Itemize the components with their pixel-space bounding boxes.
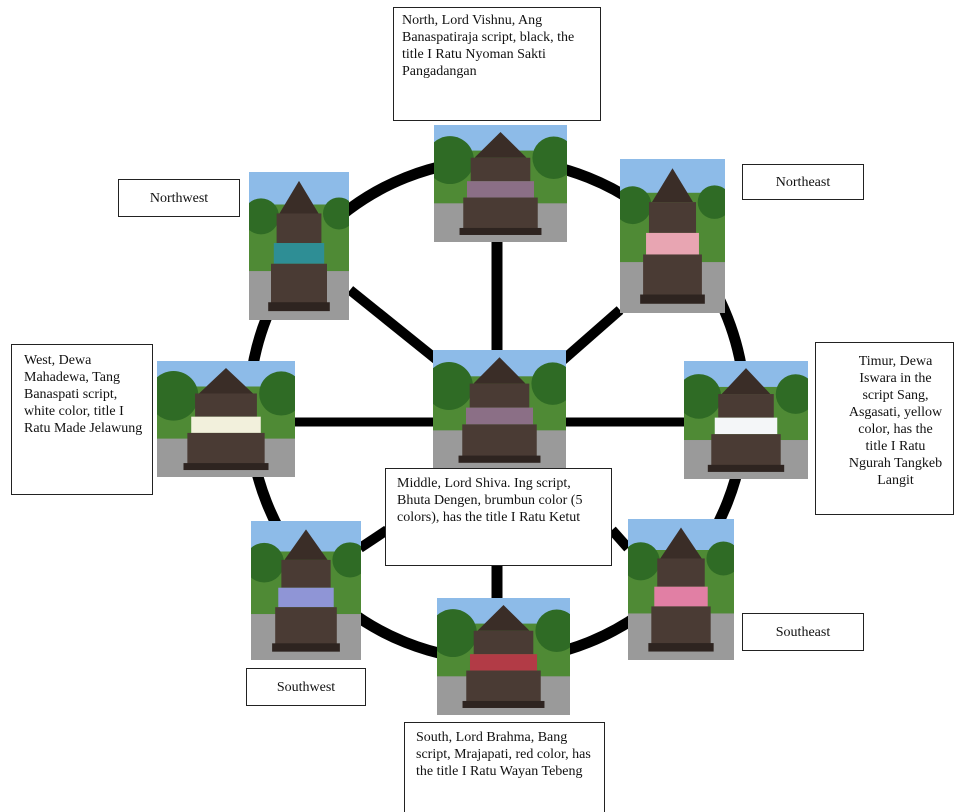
shrine-base	[271, 263, 327, 306]
northeast-shrine-photo	[620, 159, 725, 313]
shrine-plinth	[648, 643, 714, 652]
shrine-top	[648, 202, 697, 233]
shrine-base	[463, 197, 538, 231]
shrine-roof	[284, 529, 328, 560]
shrine-cloth	[191, 416, 261, 433]
shrine-plinth	[459, 227, 542, 235]
middle-pavilion-photo	[433, 350, 566, 470]
southeast-shrine-photo	[628, 519, 734, 660]
middle-label: Middle, Lord Shiva. Ing script, Bhuta De…	[385, 468, 612, 566]
shrine-top	[718, 394, 774, 418]
tree-right	[332, 542, 361, 578]
west-shrine-photo	[157, 361, 295, 477]
tree-left	[157, 370, 199, 421]
tree-left	[628, 542, 660, 581]
shrine-roof	[473, 357, 526, 384]
east-shrine-photo	[684, 361, 808, 479]
shrine-top	[657, 558, 705, 587]
spoke-southwest	[357, 525, 390, 553]
shrine-top	[195, 393, 257, 417]
shrine-illustration	[620, 159, 725, 313]
shrine-cloth	[654, 586, 708, 607]
tree-left	[620, 186, 652, 225]
southwest-label: Southwest	[246, 668, 366, 706]
shrine-cloth	[469, 654, 538, 671]
shrine-plinth	[640, 294, 705, 304]
shrine-base	[275, 607, 337, 647]
spoke-northeast	[559, 306, 624, 364]
shrine-plinth	[462, 700, 545, 708]
southeast-label: Southeast	[742, 613, 864, 651]
shrine-base	[651, 606, 711, 646]
shrine-roof	[477, 605, 530, 631]
tree-left	[433, 362, 473, 410]
spoke-northwest	[346, 286, 441, 364]
northwest-shrine-photo	[249, 172, 349, 320]
tree-right	[532, 136, 567, 180]
tree-right	[323, 197, 349, 230]
shrine-roof	[651, 168, 694, 203]
shrine-cloth	[278, 587, 334, 608]
north-shrine-photo	[434, 125, 567, 242]
shrine-illustration	[628, 519, 734, 660]
northeast-label: Northeast	[742, 164, 864, 200]
tree-left	[684, 374, 722, 419]
shrine-illustration	[437, 598, 570, 715]
shrine-plinth	[707, 464, 785, 472]
shrine-illustration	[433, 350, 566, 470]
tree-right	[706, 541, 734, 576]
shrine-plinth	[183, 463, 269, 471]
south-label: South, Lord Brahma, Bang script, Mrajapa…	[404, 722, 605, 812]
shrine-illustration	[249, 172, 349, 320]
tree-right	[535, 609, 570, 653]
shrine-top	[276, 213, 322, 244]
shrine-base	[466, 670, 541, 704]
shrine-cloth	[273, 243, 325, 264]
northwest-label: Northwest	[118, 179, 240, 217]
shrine-roof	[660, 527, 702, 559]
tree-left	[434, 136, 474, 185]
tree-right	[775, 374, 808, 414]
shrine-cloth	[714, 417, 778, 435]
north-label: North, Lord Vishnu, Ang Banaspatiraja sc…	[393, 7, 601, 121]
west-label: West, Dewa Mahadewa, Tang Banaspati scri…	[11, 344, 153, 495]
tree-left	[437, 609, 477, 658]
shrine-illustration	[434, 125, 567, 242]
shrine-top	[470, 157, 531, 182]
shrine-base	[187, 432, 265, 466]
tree-left	[251, 542, 284, 583]
south-shrine-photo	[437, 598, 570, 715]
shrine-roof	[474, 132, 527, 158]
shrine-cloth	[465, 407, 534, 425]
southwest-shrine-photo	[251, 521, 361, 660]
tree-right	[531, 362, 566, 405]
tree-right	[697, 185, 725, 219]
shrine-illustration	[684, 361, 808, 479]
tree-left	[249, 198, 279, 235]
shrine-cloth	[646, 232, 699, 255]
east-label: Timur, Dewa Iswara in the script Sang, A…	[815, 342, 954, 515]
shrine-cloth	[466, 181, 535, 198]
shrine-illustration	[157, 361, 295, 477]
shrine-plinth	[272, 643, 340, 652]
shrine-plinth	[268, 302, 330, 312]
shrine-top	[473, 630, 534, 655]
shrine-top	[469, 383, 530, 408]
shrine-base	[462, 424, 537, 458]
shrine-plinth	[458, 455, 541, 463]
shrine-base	[643, 254, 702, 298]
shrine-roof	[279, 180, 319, 214]
shrine-roof	[198, 367, 254, 394]
tree-right	[259, 371, 295, 416]
shrine-base	[711, 434, 781, 468]
shrine-roof	[721, 368, 771, 395]
spoke-southeast	[608, 526, 632, 552]
shrine-top	[281, 559, 331, 588]
shrine-illustration	[251, 521, 361, 660]
